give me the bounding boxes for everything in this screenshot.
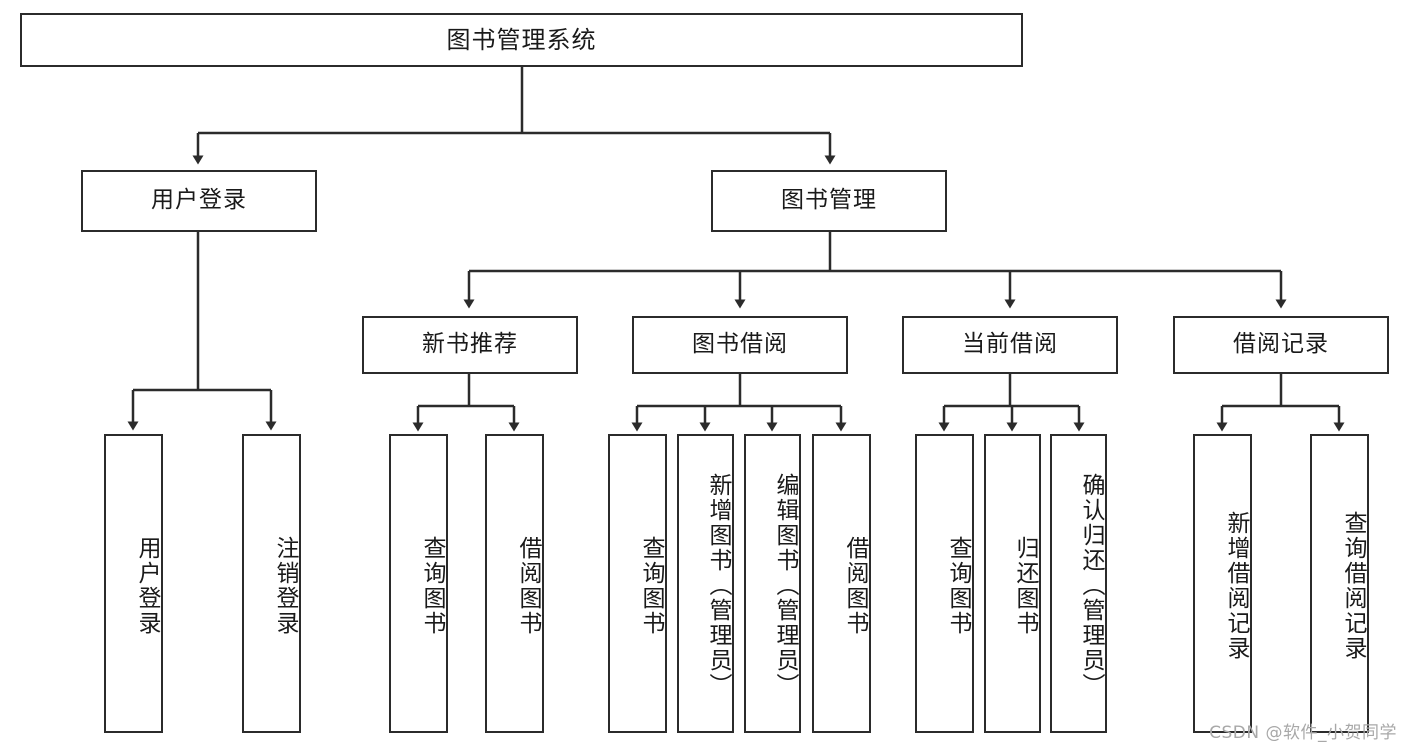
leaf-current-return-book[interactable]: 归还图书 (984, 434, 1041, 733)
node-new-book-recommend[interactable]: 新书推荐 (362, 316, 578, 374)
node-label: 借阅图书 (515, 535, 541, 636)
node-label: 查询图书 (419, 535, 445, 636)
node-root-system[interactable]: 图书管理系统 (20, 13, 1023, 67)
node-user-login[interactable]: 用户登录 (81, 170, 317, 232)
node-label: 用户登录 (134, 535, 160, 636)
node-label: 新书推荐 (422, 331, 518, 358)
leaf-new-book-query[interactable]: 查询图书 (389, 434, 448, 733)
leaf-record-add[interactable]: 新增借阅记录 (1193, 434, 1252, 733)
node-label: 用户登录 (151, 187, 247, 214)
node-label: 确认归还（管理员） (1078, 473, 1104, 698)
leaf-current-confirm-return[interactable]: 确认归还（管理员） (1050, 434, 1107, 733)
leaf-borrow-borrow-book[interactable]: 借阅图书 (812, 434, 871, 733)
node-label: 借阅记录 (1233, 331, 1329, 358)
node-label: 借阅图书 (842, 535, 868, 636)
leaf-current-query-book[interactable]: 查询图书 (915, 434, 974, 733)
node-book-borrow[interactable]: 图书借阅 (632, 316, 848, 374)
leaf-user-login[interactable]: 用户登录 (104, 434, 163, 733)
node-label: 图书借阅 (692, 331, 788, 358)
node-label: 图书管理系统 (446, 25, 597, 54)
node-borrow-records[interactable]: 借阅记录 (1173, 316, 1389, 374)
leaf-record-query[interactable]: 查询借阅记录 (1310, 434, 1369, 733)
leaf-new-book-borrow[interactable]: 借阅图书 (485, 434, 544, 733)
node-label: 编辑图书（管理员） (772, 473, 798, 698)
node-label: 图书管理 (781, 187, 877, 214)
leaf-borrow-query-book[interactable]: 查询图书 (608, 434, 667, 733)
node-label: 新增图书（管理员） (705, 473, 731, 698)
node-label: 当前借阅 (962, 331, 1058, 358)
node-label: 归还图书 (1012, 535, 1038, 636)
node-label: 查询图书 (638, 535, 664, 636)
node-current-borrow[interactable]: 当前借阅 (902, 316, 1118, 374)
node-label: 注销登录 (272, 535, 298, 636)
leaf-user-logout[interactable]: 注销登录 (242, 434, 301, 733)
node-label: 查询图书 (945, 535, 971, 636)
node-book-management[interactable]: 图书管理 (711, 170, 947, 232)
node-label: 查询借阅记录 (1340, 510, 1366, 661)
leaf-borrow-add-book[interactable]: 新增图书（管理员） (677, 434, 734, 733)
node-label: 新增借阅记录 (1223, 510, 1249, 661)
leaf-borrow-edit-book[interactable]: 编辑图书（管理员） (744, 434, 801, 733)
